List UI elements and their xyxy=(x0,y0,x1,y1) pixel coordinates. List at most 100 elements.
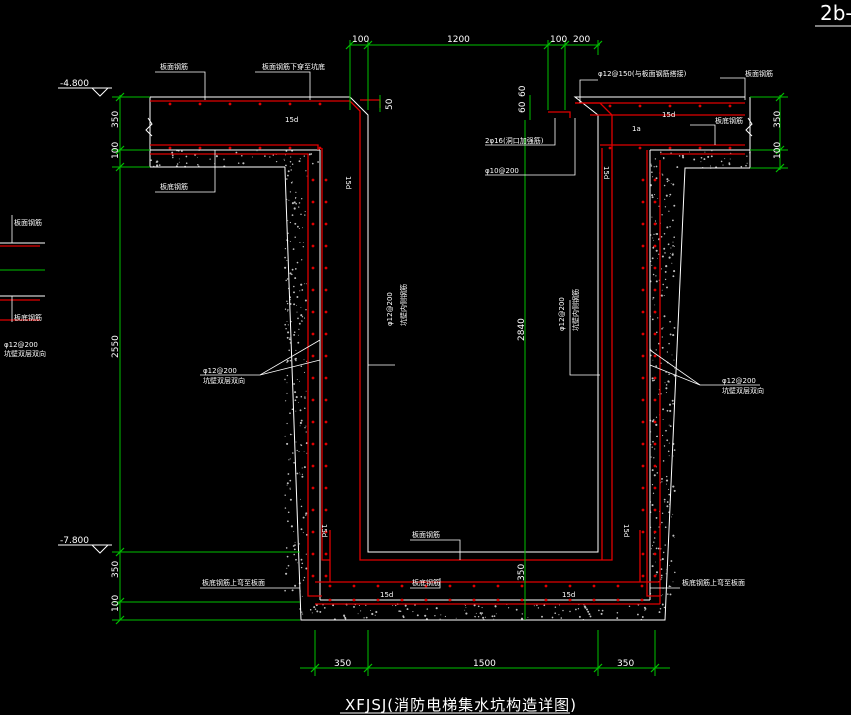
concrete-speck xyxy=(290,320,292,323)
concrete-speck xyxy=(666,226,669,229)
concrete-speck xyxy=(673,270,676,273)
rebar-dot xyxy=(608,146,612,150)
concrete-speck xyxy=(667,450,670,453)
concrete-speck xyxy=(672,252,674,254)
concrete-speck xyxy=(722,164,724,166)
concrete-speck xyxy=(416,614,419,617)
concrete-speck xyxy=(479,612,482,615)
rebar-dot xyxy=(288,102,292,106)
concrete-speck xyxy=(300,395,303,398)
label-tr-3: 板底钢筋 xyxy=(715,116,743,125)
concrete-speck xyxy=(289,161,292,163)
concrete-speck xyxy=(299,421,302,425)
concrete-speck xyxy=(298,160,301,163)
concrete-speck xyxy=(455,617,457,619)
concrete-speck xyxy=(655,165,658,168)
concrete-speck xyxy=(745,164,747,167)
concrete-speck xyxy=(652,296,655,299)
concrete-speck xyxy=(285,150,288,152)
concrete-speck xyxy=(654,194,656,196)
concrete-speck xyxy=(668,564,670,566)
concrete-speck xyxy=(289,221,292,224)
concrete-speck xyxy=(655,423,658,426)
rebar-dots xyxy=(168,102,732,602)
concrete-speck xyxy=(661,328,663,330)
concrete-speck xyxy=(305,170,307,172)
concrete-speck xyxy=(655,249,658,252)
concrete-speck xyxy=(363,617,365,619)
rebar-dot xyxy=(592,584,596,588)
concrete-speck xyxy=(292,248,295,250)
concrete-speck xyxy=(672,442,675,446)
concrete-speck xyxy=(475,612,477,614)
rebar-dot xyxy=(324,420,328,424)
concrete-speck xyxy=(285,547,288,549)
rebar-dot xyxy=(324,354,328,358)
rebar-dot xyxy=(168,146,172,150)
concrete-speck xyxy=(290,181,293,184)
concrete-speck xyxy=(507,607,510,609)
concrete-speck xyxy=(656,466,657,468)
concrete-speck xyxy=(293,548,296,551)
concrete-speck xyxy=(668,585,671,588)
rebar-dot xyxy=(324,574,328,578)
concrete-speck xyxy=(672,455,674,457)
elevation-bottom: -7.800 xyxy=(60,536,89,546)
concrete-speck xyxy=(655,547,658,550)
rebar-dot xyxy=(544,584,548,588)
concrete-speck xyxy=(660,235,663,238)
concrete-speck xyxy=(559,604,560,606)
concrete-speck xyxy=(285,400,287,402)
concrete-speck xyxy=(289,489,291,490)
concrete-speck xyxy=(375,610,378,614)
rebar-dot xyxy=(641,354,645,358)
concrete-speck xyxy=(304,299,307,302)
concrete-speck xyxy=(661,346,664,349)
concrete-speck xyxy=(402,616,405,619)
rebar-dot xyxy=(311,420,315,424)
rebar-dot xyxy=(520,584,524,588)
rebar-dot xyxy=(311,574,315,578)
concrete-speck xyxy=(406,608,409,611)
concrete-speck xyxy=(300,283,303,286)
concrete-speck xyxy=(655,561,656,563)
concrete-speck xyxy=(667,243,670,246)
concrete-speck xyxy=(434,615,436,617)
concrete-speck xyxy=(251,156,253,158)
concrete-speck xyxy=(671,516,672,518)
concrete-speck xyxy=(707,155,710,158)
concrete-speck xyxy=(298,328,300,331)
label-bot-r: 板底钢筋上弯至板面 xyxy=(682,578,745,587)
concrete-speck xyxy=(439,618,441,620)
rebar-dot xyxy=(324,464,328,468)
concrete-speck xyxy=(287,309,289,311)
concrete-speck xyxy=(289,498,292,501)
concrete-speck xyxy=(301,259,303,261)
concrete-speck xyxy=(584,606,587,609)
concrete-speck xyxy=(662,551,665,554)
concrete-speck xyxy=(477,605,480,608)
rebar-dot xyxy=(311,288,315,292)
rebar-dot xyxy=(568,598,572,602)
concrete-speck xyxy=(650,165,653,167)
concrete-speck xyxy=(666,351,669,353)
concrete-speck xyxy=(287,324,289,326)
concrete-speck xyxy=(669,593,672,596)
concrete-speck xyxy=(398,610,401,612)
lap-8: 15d xyxy=(562,591,575,599)
concrete-speck xyxy=(670,585,672,587)
concrete-speck xyxy=(668,511,670,514)
concrete-speck xyxy=(303,155,305,157)
concrete-speck xyxy=(287,310,288,312)
concrete-speck xyxy=(641,616,644,618)
concrete-speck xyxy=(650,548,652,550)
concrete-speck xyxy=(665,391,667,394)
concrete-speck xyxy=(299,425,301,427)
concrete-speck xyxy=(301,289,304,291)
concrete-speck xyxy=(158,164,161,166)
concrete-speck xyxy=(177,149,180,152)
rebar-dot xyxy=(311,332,315,336)
concrete-speck xyxy=(661,577,663,579)
rebar-dot xyxy=(653,310,657,314)
concrete-speck xyxy=(551,616,554,619)
